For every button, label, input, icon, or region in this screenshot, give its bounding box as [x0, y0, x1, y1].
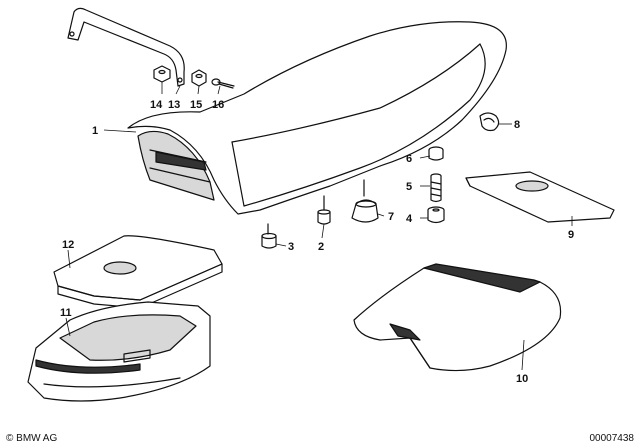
callout-5: 5 [406, 181, 412, 193]
mounting-plate-9 [465, 171, 615, 223]
clip-8 [479, 112, 500, 132]
cover-plate-12 [53, 235, 223, 309]
callout-10: 10 [516, 373, 528, 385]
callout-2: 2 [318, 241, 324, 253]
callout-4: 4 [406, 213, 413, 225]
callout-12: 12 [62, 239, 74, 251]
bolt-5 [430, 173, 442, 203]
callout-9: 9 [568, 229, 574, 241]
callout-11: 11 [60, 307, 72, 319]
tail-cover-10 [353, 263, 562, 372]
nut-15 [191, 69, 207, 87]
callout-8: 8 [514, 119, 520, 131]
screw-16 [211, 78, 235, 89]
callout-7: 7 [388, 211, 394, 223]
callout-15: 15 [190, 99, 202, 111]
buffer-4 [427, 206, 445, 224]
callout-1: 1 [92, 125, 98, 137]
grab-handle-bracket [67, 7, 185, 87]
callouts: 1 2 3 4 5 6 7 8 9 10 11 12 13 14 15 16 [60, 99, 574, 385]
leader-lines [65, 82, 573, 371]
callout-13: 13 [168, 99, 180, 111]
copyright-notice: © BMW AG [6, 433, 58, 444]
nut-14 [153, 65, 171, 83]
pin-2 [317, 195, 331, 225]
callout-3: 3 [288, 241, 294, 253]
seat [127, 21, 507, 215]
tray-11 [27, 301, 211, 402]
callout-14: 14 [150, 99, 163, 111]
callout-6: 6 [406, 153, 412, 165]
spacer-6 [428, 146, 444, 161]
buffer-7 [351, 179, 379, 223]
callout-16: 16 [212, 99, 224, 111]
document-number: 00007438 [589, 433, 635, 444]
pin-3 [261, 223, 277, 249]
